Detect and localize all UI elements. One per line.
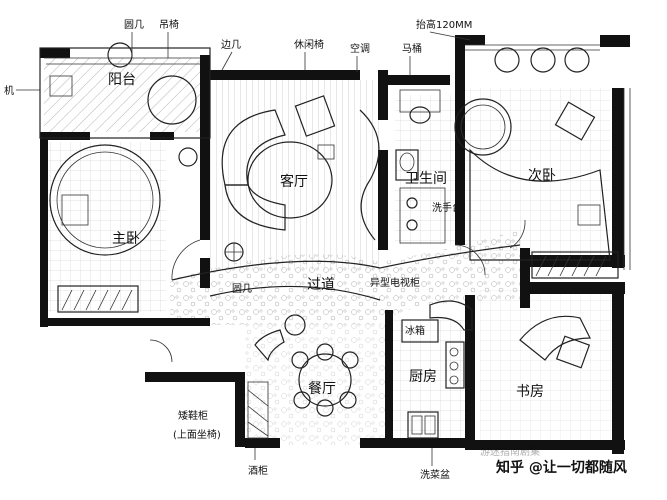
furniture xyxy=(49,42,619,439)
label-balcony: 阳台 xyxy=(108,72,136,88)
ann-round-table-top: 圆几 xyxy=(124,19,144,31)
label-wash-basin: 洗手台 xyxy=(432,201,462,214)
watermark-faded: 游迷指南剧集 xyxy=(480,445,540,458)
ann-tv-cabinet: 异型电视柜 xyxy=(370,276,420,289)
ann-wash-basin-bottom: 洗菜盆 xyxy=(420,468,450,481)
label-fridge: 冰箱 xyxy=(405,324,425,337)
label-dining-room: 餐厅 xyxy=(308,381,336,397)
label-corridor: 过道 xyxy=(307,277,335,293)
ann-hanging-chair: 吊椅 xyxy=(159,18,179,31)
outlines xyxy=(39,44,631,270)
label-living-room: 客厅 xyxy=(280,173,308,190)
label-study: 书房 xyxy=(516,384,544,400)
ann-wine-cabinet: 酒柜 xyxy=(248,464,268,477)
walls xyxy=(40,35,630,454)
wardrobe-master xyxy=(57,285,139,313)
ann-toilet: 马桶 xyxy=(402,42,422,55)
label-master-bedroom: 主卧 xyxy=(112,231,140,247)
ann-lounge-chair: 休闲椅 xyxy=(294,38,324,51)
ann-raised-height: 抬高120MM xyxy=(416,18,472,31)
ann-shoe-cabinet-note: (上面坐椅) xyxy=(173,428,221,441)
wardrobe-second xyxy=(531,251,619,279)
room-labels: 阳台 客厅 空调 卫生间 次卧 主卧 过道 餐厅 厨房 书房 洗手台 冰箱 xyxy=(108,42,556,400)
ann-machine: 机 xyxy=(4,84,14,97)
label-air-conditioner: 空调 xyxy=(350,42,370,55)
label-second-bedroom: 次卧 xyxy=(528,168,556,184)
watermarks: 知乎 @让一切都随风 游迷指南剧集 xyxy=(480,445,627,476)
ann-round-table-bottom: 圆几 xyxy=(232,283,252,295)
ann-side-table: 边几 xyxy=(221,39,241,51)
label-kitchen: 厨房 xyxy=(409,369,437,385)
annotations: 圆几 吊椅 边几 休闲椅 马桶 抬高120MM 机 圆几 异型电视柜 矮鞋柜 (… xyxy=(4,18,472,481)
ann-shoe-cabinet: 矮鞋柜 xyxy=(178,409,208,422)
label-bathroom: 卫生间 xyxy=(405,171,447,187)
watermark-zhihu: 知乎 @让一切都随风 xyxy=(496,459,627,476)
